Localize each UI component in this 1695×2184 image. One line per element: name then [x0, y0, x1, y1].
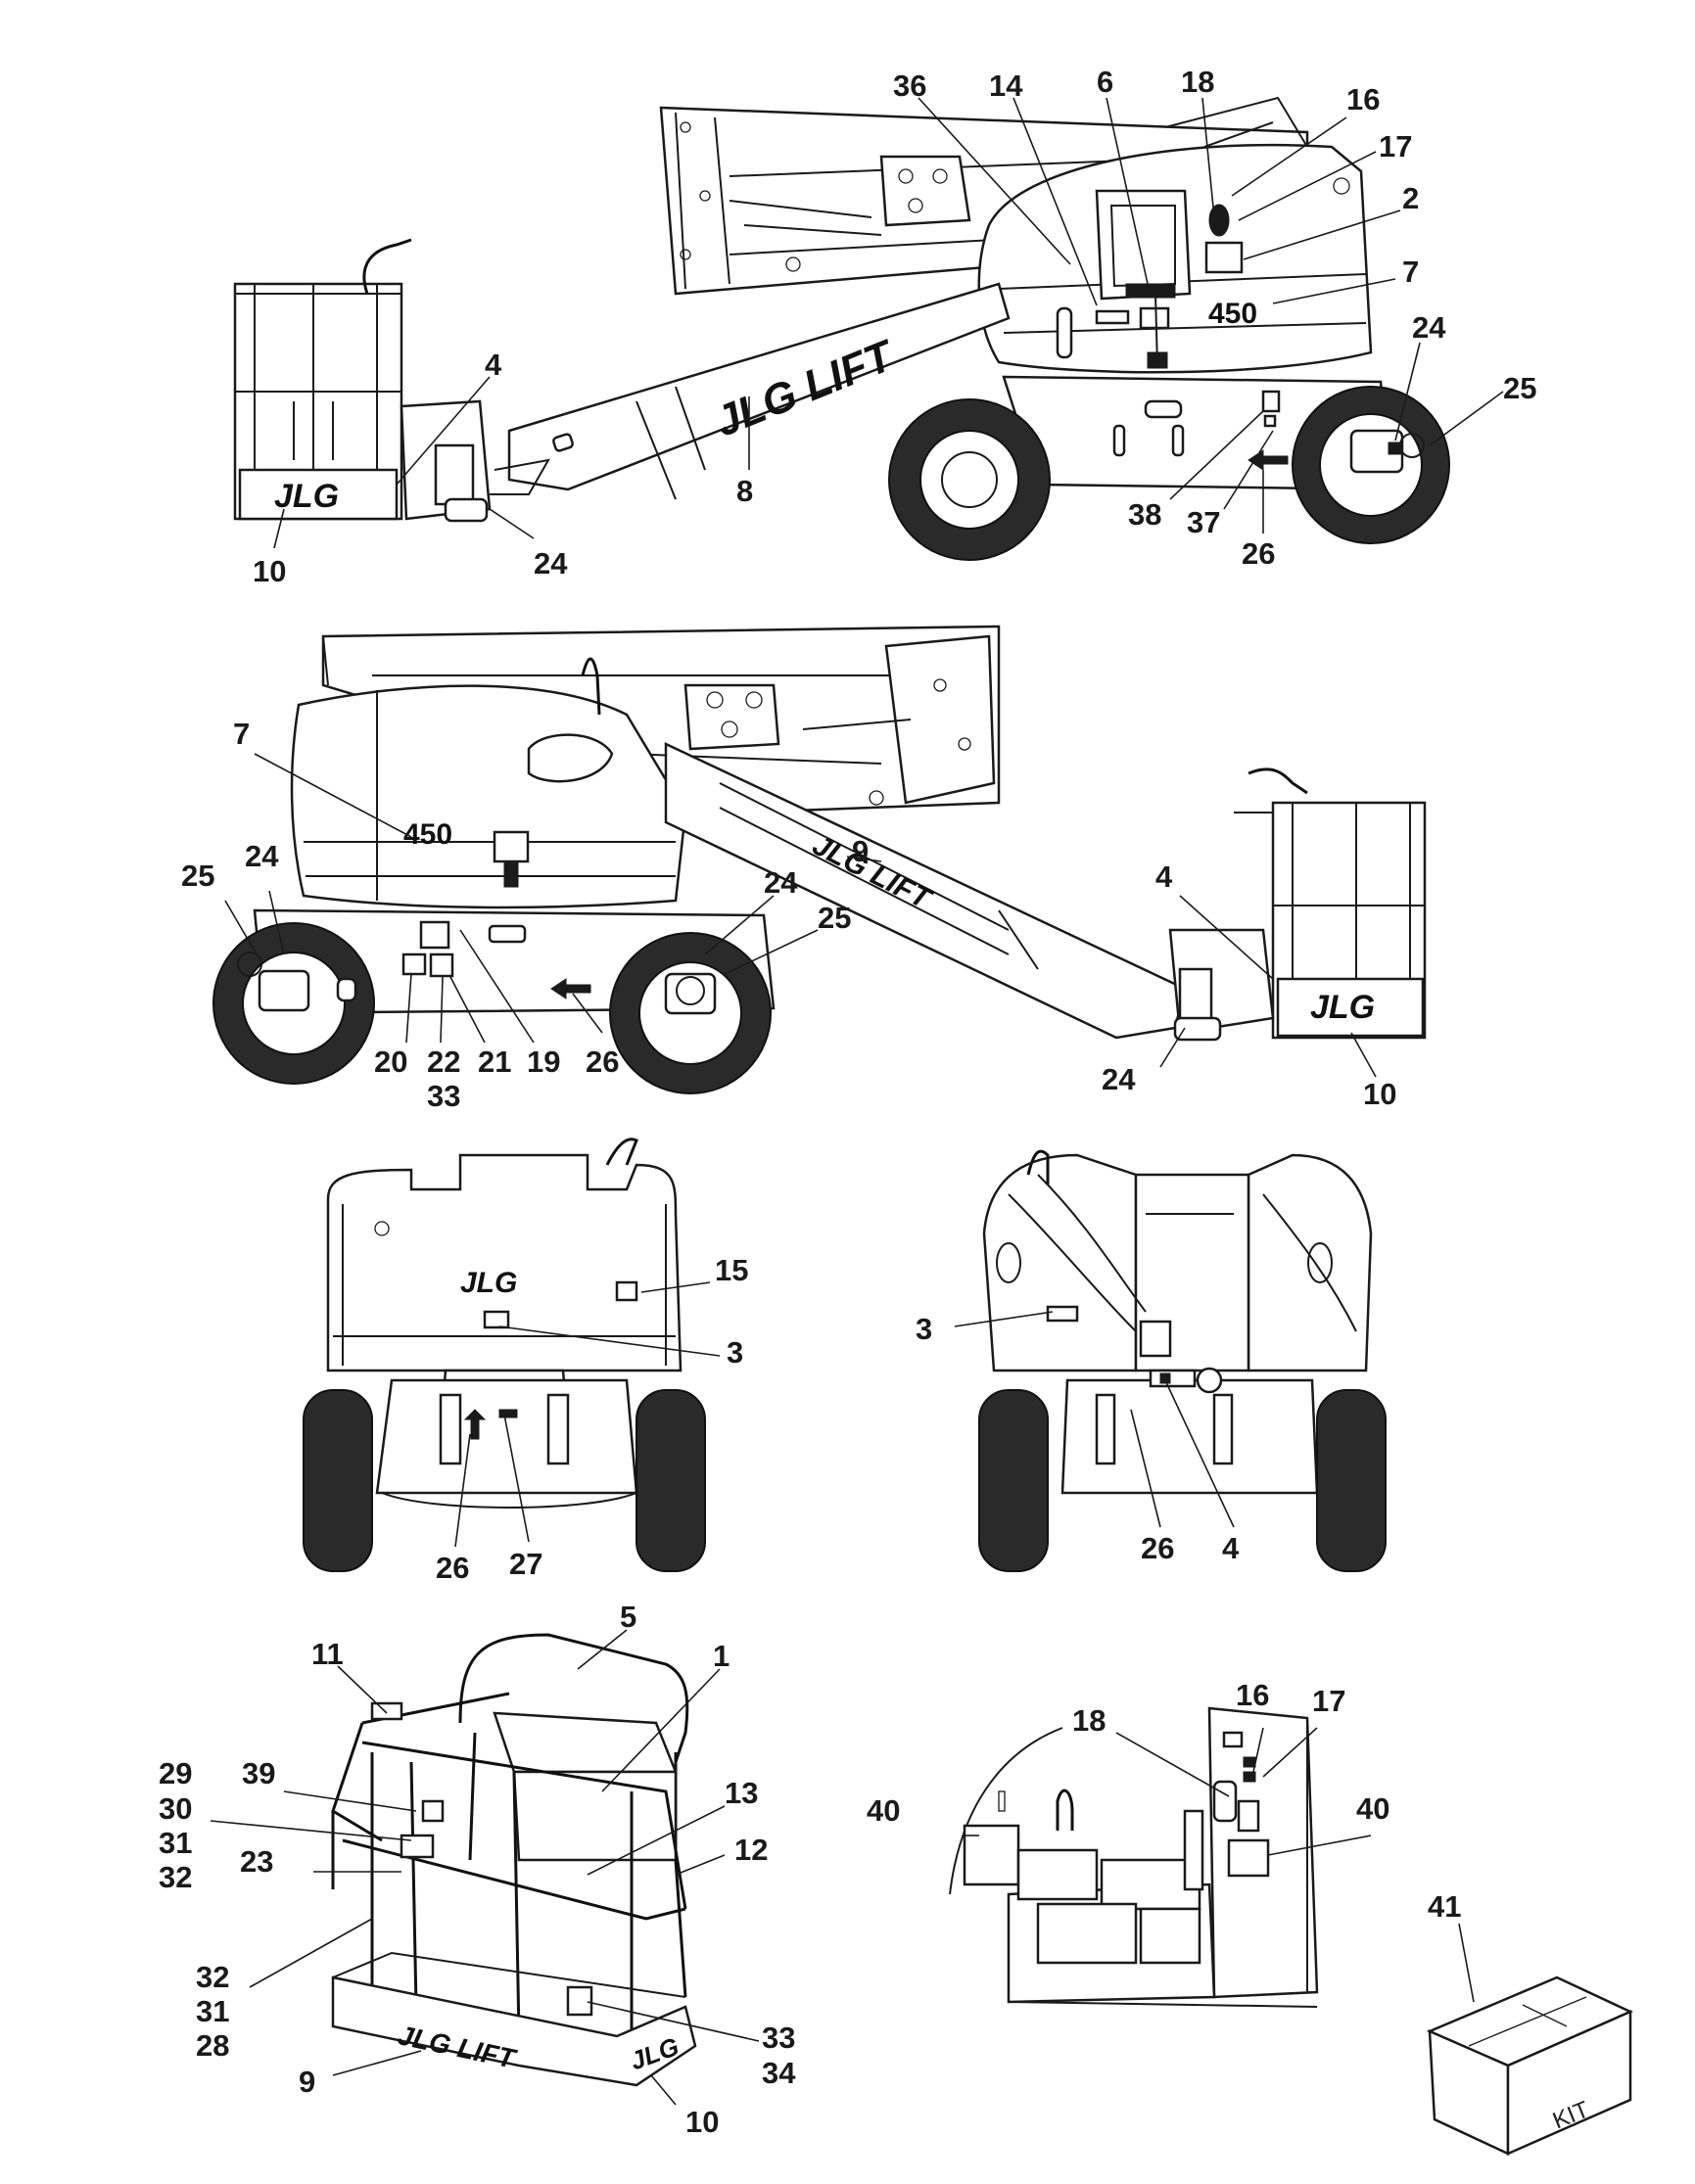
callout-33: 33 — [427, 1079, 460, 1113]
callout-10-platform: 10 — [685, 2105, 719, 2139]
callout-4: 4 — [485, 348, 502, 382]
callout-10-left: 10 — [1363, 1077, 1396, 1111]
callout-6: 6 — [1097, 65, 1113, 99]
callout-11: 11 — [311, 1637, 344, 1671]
callout-30: 30 — [159, 1791, 192, 1826]
callout-3-front: 3 — [916, 1312, 932, 1346]
callout-8: 8 — [736, 474, 753, 508]
callout-31: 31 — [159, 1826, 192, 1860]
callout-39: 39 — [242, 1756, 275, 1790]
callout-7: 7 — [1402, 255, 1419, 289]
platform-logo-decal-left: JLG — [1310, 989, 1375, 1026]
callout-14: 14 — [989, 69, 1023, 103]
callout-24-left-b: 24 — [764, 865, 798, 900]
callout-16: 16 — [1346, 82, 1380, 116]
callout-24-left: 24 — [245, 839, 279, 873]
callout-36: 36 — [893, 69, 926, 103]
model-number-decal-left: 450 — [403, 818, 452, 851]
callout-20: 20 — [374, 1045, 407, 1079]
callout-31-b: 31 — [196, 1994, 229, 2028]
callout-23: 23 — [240, 1844, 273, 1879]
callout-33-b: 33 — [762, 2021, 795, 2055]
view-right-side: 450 JLG LIFT — [233, 65, 1536, 588]
callout-38: 38 — [1128, 497, 1161, 532]
model-number-decal: 450 — [1208, 298, 1257, 330]
callout-4-left: 4 — [1155, 860, 1173, 894]
callouts-v5: 5 1 11 13 12 29 39 30 31 32 23 32 31 28 … — [159, 1600, 796, 2139]
callout-29: 29 — [159, 1756, 192, 1790]
callout-18-detail: 18 — [1072, 1703, 1106, 1738]
callouts-v1: 36 14 6 18 16 17 2 7 24 25 4 8 38 37 26 … — [253, 65, 1536, 588]
turntable: 450 — [977, 143, 1373, 374]
view-kit-box: KIT 41 — [1426, 1889, 1634, 2156]
callout-26-front: 26 — [1141, 1531, 1174, 1565]
platform-left: JLG — [1168, 767, 1427, 1042]
callout-24: 24 — [534, 546, 568, 581]
callout-25-left: 25 — [181, 859, 214, 893]
callout-40-right: 40 — [1356, 1791, 1389, 1826]
callout-21: 21 — [478, 1045, 511, 1079]
callout-15: 15 — [715, 1253, 748, 1287]
view-left-side: 450 JLG LIFT — [181, 625, 1427, 1113]
callout-13: 13 — [725, 1776, 758, 1810]
callout-25: 25 — [1503, 371, 1536, 405]
callout-32-b: 32 — [196, 1960, 229, 1994]
upper-boom-left — [321, 625, 1001, 814]
callouts-v4: 3 26 4 — [916, 1311, 1240, 1565]
callout-40-left: 40 — [867, 1793, 900, 1828]
callout-19: 19 — [527, 1045, 560, 1079]
callout-9-platform: 9 — [299, 2065, 315, 2099]
callout-9-left: 9 — [852, 834, 869, 868]
turntable-left: 450 — [290, 657, 687, 909]
callouts-v3: 15 3 26 27 — [436, 1253, 748, 1585]
callout-27: 27 — [509, 1547, 542, 1581]
callout-24: 24 — [1412, 310, 1446, 345]
view-platform: JLG LIFT JLG 5 1 11 13 12 29 39 30 — [159, 1600, 796, 2139]
callout-5: 5 — [620, 1600, 636, 1634]
callout-17-detail: 17 — [1312, 1684, 1345, 1718]
callout-41: 41 — [1428, 1889, 1461, 1924]
callout-34: 34 — [762, 2056, 796, 2090]
platform-logo-decal-side: JLG — [274, 478, 339, 515]
callout-10: 10 — [253, 554, 286, 588]
callout-4-front: 4 — [1222, 1531, 1240, 1565]
callout-18: 18 — [1181, 65, 1214, 99]
callouts-v6: 18 16 17 40 40 — [867, 1678, 1389, 1856]
callouts-v2: 7 25 24 9 24 25 4 20 22 33 21 19 26 24 1… — [181, 717, 1396, 1113]
callout-26-rear: 26 — [436, 1551, 469, 1585]
view-control-detail: 18 16 17 40 40 — [867, 1678, 1389, 2008]
callout-26: 26 — [1242, 536, 1275, 571]
callout-37: 37 — [1187, 505, 1220, 539]
callout-2: 2 — [1402, 181, 1419, 215]
callout-24-left-c: 24 — [1102, 1062, 1136, 1096]
callout-7-left: 7 — [233, 717, 250, 751]
callout-26-left: 26 — [586, 1045, 619, 1079]
callout-25-left-b: 25 — [818, 901, 851, 935]
callout-16-detail: 16 — [1236, 1678, 1269, 1712]
platform-side: JLG — [233, 238, 492, 523]
callout-3-rear: 3 — [727, 1335, 743, 1370]
callout-1: 1 — [713, 1639, 730, 1673]
view-front: 3 26 4 — [916, 1149, 1387, 1572]
view-rear: JLG 15 3 26 27 — [303, 1138, 748, 1585]
callout-32: 32 — [159, 1860, 192, 1894]
callout-28: 28 — [196, 2028, 229, 2063]
callout-12: 12 — [734, 1833, 768, 1867]
chassis-left — [212, 908, 776, 1094]
callout-17: 17 — [1379, 129, 1412, 163]
rear-logo-decal: JLG — [460, 1267, 517, 1299]
callout-22: 22 — [427, 1045, 460, 1079]
chassis — [888, 375, 1450, 561]
